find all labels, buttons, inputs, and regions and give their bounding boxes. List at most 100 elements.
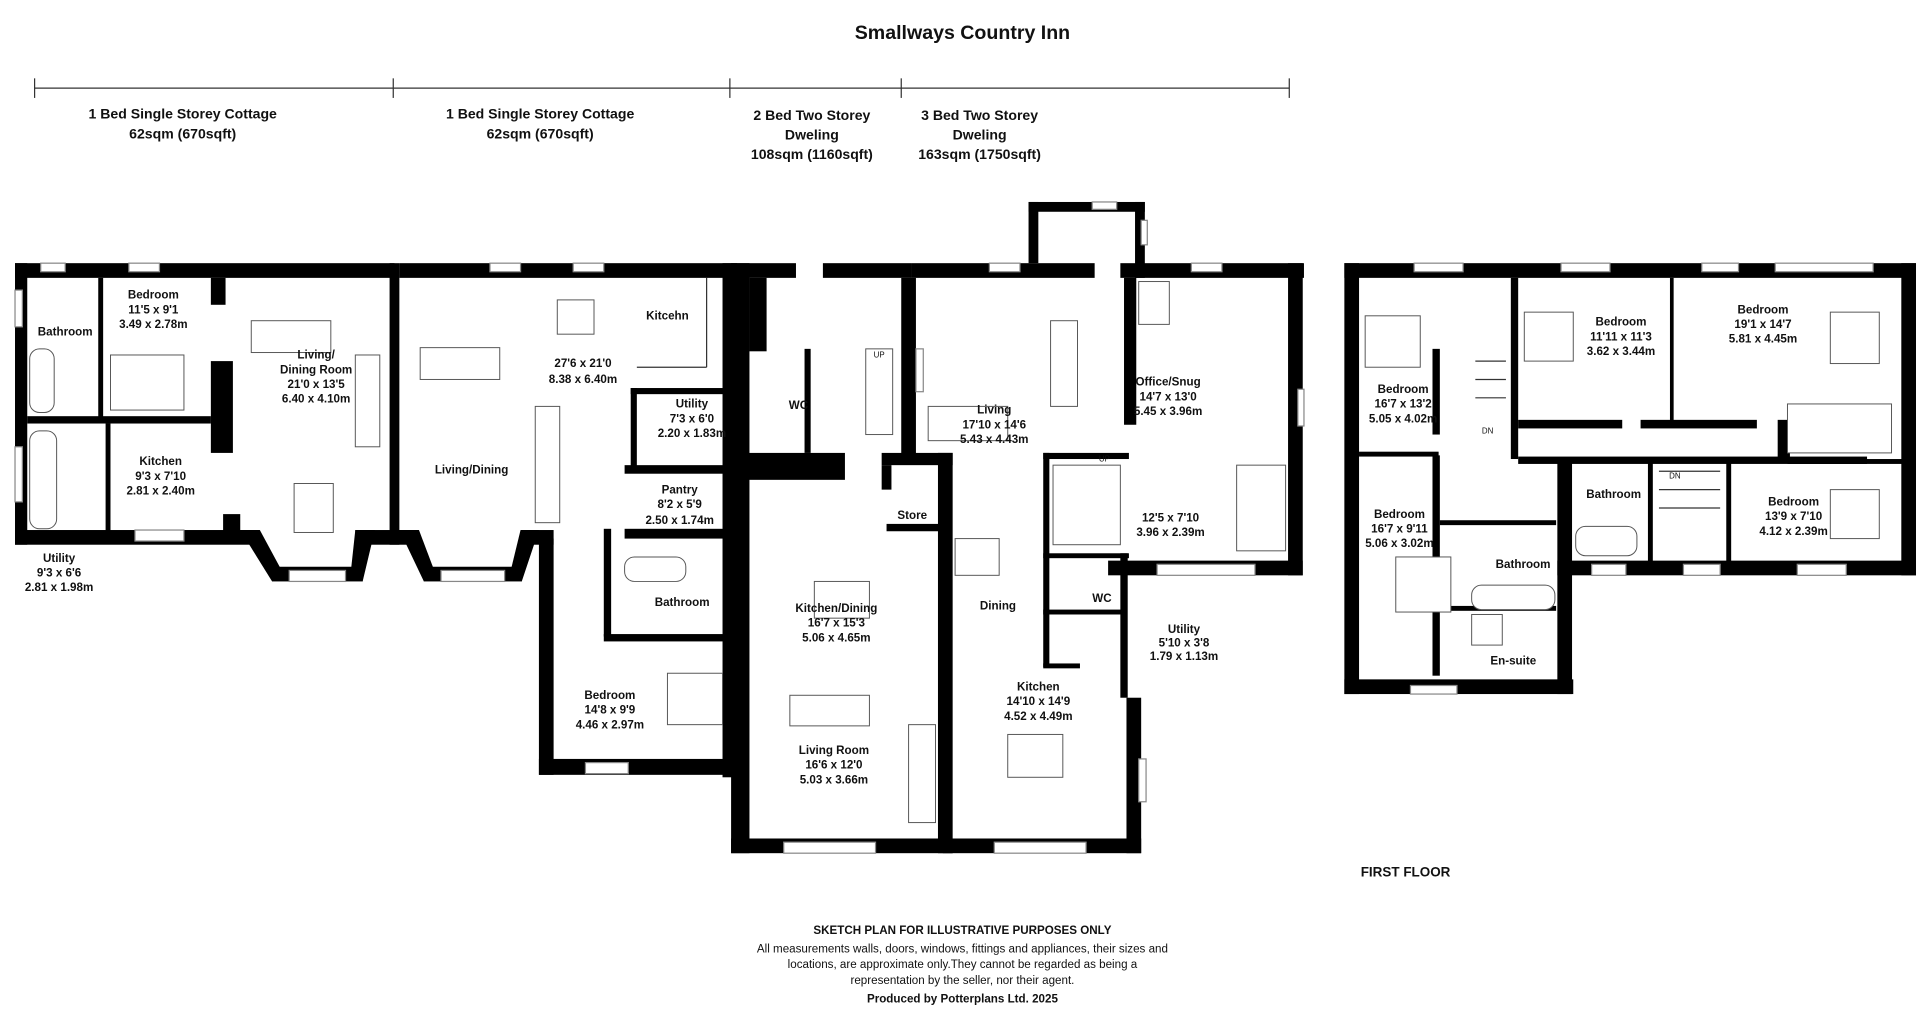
room-name: WC xyxy=(789,399,809,412)
room-label-living-dining: Living/ Dining Room 21'0 x 13'5 6.40 x 4… xyxy=(280,349,352,406)
room-label-wc: WC xyxy=(1092,592,1112,605)
room-size-imperial: 19'1 x 14'7 xyxy=(1734,318,1791,331)
room-size-metric: 3.49 x 2.78m xyxy=(119,318,187,331)
room-size-metric: 1.79 x 1.13m xyxy=(1150,650,1218,663)
room-size-imperial: 7'3 x 6'0 xyxy=(670,412,714,425)
room-size-imperial: 16'7 x 15'3 xyxy=(808,617,866,630)
room-size-imperial: 11'11 x 11'3 xyxy=(1590,330,1652,343)
room-size-imperial: 14'10 x 14'9 xyxy=(1007,695,1071,708)
first-floor-label: FIRST FLOOR xyxy=(1361,864,1451,879)
room-name: WC xyxy=(1092,592,1112,605)
room-label-store: Store xyxy=(897,509,927,522)
dimension-line xyxy=(33,78,1290,98)
ground-floor-furniture xyxy=(29,281,1287,824)
room-label-dining: Dining xyxy=(980,600,1016,613)
room-name: Bathroom xyxy=(1586,488,1641,501)
ground-floor-windows xyxy=(14,201,1305,803)
disclaimer-heading: SKETCH PLAN FOR ILLUSTRATIVE PURPOSES ON… xyxy=(813,924,1111,937)
disclaimer-line: representation by the seller, nor their … xyxy=(850,974,1074,987)
section-name: 2 Bed Two Storey xyxy=(753,107,870,123)
room-label-bedroom-4: Bedroom 16'7 x 9'11 5.06 x 3.02m xyxy=(1365,508,1433,550)
room-name: En-suite xyxy=(1490,655,1536,668)
section-area: 163sqm (1750sqft) xyxy=(918,146,1041,162)
room-name: Kitcehn xyxy=(646,309,689,322)
room-name: Bathroom xyxy=(1496,558,1551,571)
room-size-metric: 4.52 x 4.49m xyxy=(1004,710,1072,723)
room-label-utility: Utility 7'3 x 6'0 2.20 x 1.83m xyxy=(658,398,726,440)
room-label-bedroom-5: Bedroom 13'9 x 7'10 4.12 x 2.39m xyxy=(1759,496,1827,538)
room-size-imperial: 14'8 x 9'9 xyxy=(585,704,636,717)
room-size-metric: 5.06 x 3.02m xyxy=(1365,537,1433,550)
room-name: Store xyxy=(897,509,927,522)
section-name: 1 Bed Single Storey Cottage xyxy=(446,106,634,122)
room-size-metric: 4.46 x 2.97m xyxy=(576,718,644,731)
room-size-metric: 3.62 x 3.44m xyxy=(1587,345,1655,358)
first-floor-furniture xyxy=(1364,311,1893,646)
stairs-down-label: DN xyxy=(1669,472,1681,481)
room-label-en-suite: En-suite xyxy=(1490,655,1536,668)
room-size-metric: 5.81 x 4.45m xyxy=(1729,333,1797,346)
stairs-down-label: DN xyxy=(1482,426,1494,435)
room-name: Bathroom xyxy=(655,596,710,609)
room-label-kitchen: Kitchen 9'3 x 7'10 2.81 x 2.40m xyxy=(126,455,194,497)
room-name: Utility xyxy=(1168,623,1201,636)
room-name: Bathroom xyxy=(38,325,93,338)
room-size-imperial: 12'5 x 7'10 xyxy=(1142,511,1199,524)
room-label-bathroom: Bathroom xyxy=(1586,488,1641,501)
room-size-imperial: 16'7 x 9'11 xyxy=(1371,522,1428,535)
room-label-utility: Utility 9'3 x 6'6 2.81 x 1.98m xyxy=(25,552,93,594)
room-size-imperial: 16'7 x 13'2 xyxy=(1375,398,1432,411)
room-name: Bedroom xyxy=(1768,496,1819,509)
room-label-utility: Utility 5'10 x 3'8 1.79 x 1.13m xyxy=(1150,623,1218,663)
section-name: Dweling xyxy=(785,127,839,143)
room-size-metric: 8.38 x 6.40m xyxy=(549,373,617,386)
disclaimer-line: locations, are approximate only.They can… xyxy=(788,958,1138,971)
room-name: Living Room xyxy=(799,744,869,757)
stairs-up-label: UP xyxy=(874,350,885,359)
room-label-living: Living 17'10 x 14'6 5.43 x 4.43m xyxy=(960,404,1028,446)
section-name: 3 Bed Two Storey xyxy=(921,107,1038,123)
room-name: Living/ xyxy=(297,349,335,362)
room-label-wc: WC xyxy=(789,399,809,412)
room-size-imperial: 14'7 x 13'0 xyxy=(1140,390,1197,403)
first-floor-windows xyxy=(1409,262,1874,695)
section-area: 108sqm (1160sqft) xyxy=(751,146,873,162)
section-label-cottage-1: 1 Bed Single Storey Cottage 62sqm (670sq… xyxy=(89,106,277,142)
section-label-3-bed: 3 Bed Two Storey Dweling 163sqm (1750sqf… xyxy=(918,107,1041,162)
room-label-living-dining: Living/Dining xyxy=(435,464,509,477)
room-size-metric: 3.96 x 2.39m xyxy=(1136,526,1204,539)
section-name: Dweling xyxy=(953,127,1007,143)
room-name: Kitchen xyxy=(1017,680,1060,693)
room-name: Office/Snug xyxy=(1136,376,1201,389)
room-name: Living/Dining xyxy=(435,464,509,477)
room-size-metric: 2.81 x 1.98m xyxy=(25,581,93,594)
section-label-2-bed: 2 Bed Two Storey Dweling 108sqm (1160sqf… xyxy=(751,107,873,162)
room-name: Utility xyxy=(43,552,76,565)
producer-credit: Produced by Potterplans Ltd. 2025 xyxy=(867,993,1058,1006)
room-size-imperial: 9'3 x 7'10 xyxy=(135,470,186,483)
room-size-metric: 5.06 x 4.65m xyxy=(802,631,870,644)
room-size-metric: 2.50 x 1.74m xyxy=(645,514,713,527)
room-size-imperial: 11'5 x 9'1 xyxy=(128,303,179,316)
room-label-bedroom: Bedroom 14'8 x 9'9 4.46 x 2.97m xyxy=(576,689,644,731)
room-name: Dining Room xyxy=(280,363,352,376)
section-area: 62sqm (670sqft) xyxy=(487,125,594,141)
room-name: Bedroom xyxy=(1596,316,1647,329)
room-name: Kitchen xyxy=(139,455,182,468)
room-size-imperial: 5'10 x 3'8 xyxy=(1159,636,1210,649)
room-label-kitchen-size: 27'6 x 21'0 8.38 x 6.40m xyxy=(549,357,617,386)
room-label-kitchen-dining: Kitchen/Dining 16'7 x 15'3 5.06 x 4.65m xyxy=(795,602,877,644)
room-label-kitchen: Kitchen 14'10 x 14'9 4.52 x 4.49m xyxy=(1004,680,1072,722)
room-size-imperial: 16'6 x 12'0 xyxy=(805,759,862,772)
plan-title: Smallways Country Inn xyxy=(855,22,1070,44)
room-size-metric: 5.03 x 3.66m xyxy=(800,773,868,786)
room-name: Bedroom xyxy=(128,289,179,302)
disclaimer: SKETCH PLAN FOR ILLUSTRATIVE PURPOSES ON… xyxy=(757,924,1168,1006)
room-name: Living xyxy=(977,404,1011,417)
room-label-bedroom-2: Bedroom 11'11 x 11'3 3.62 x 3.44m xyxy=(1587,316,1655,358)
room-size-metric: 5.05 x 4.02m xyxy=(1369,412,1437,425)
room-label-bedroom-3: Bedroom 19'1 x 14'7 5.81 x 4.45m xyxy=(1729,303,1797,345)
room-size-imperial: 21'0 x 13'5 xyxy=(288,378,346,391)
stairs-up-label: UP xyxy=(1099,454,1110,463)
